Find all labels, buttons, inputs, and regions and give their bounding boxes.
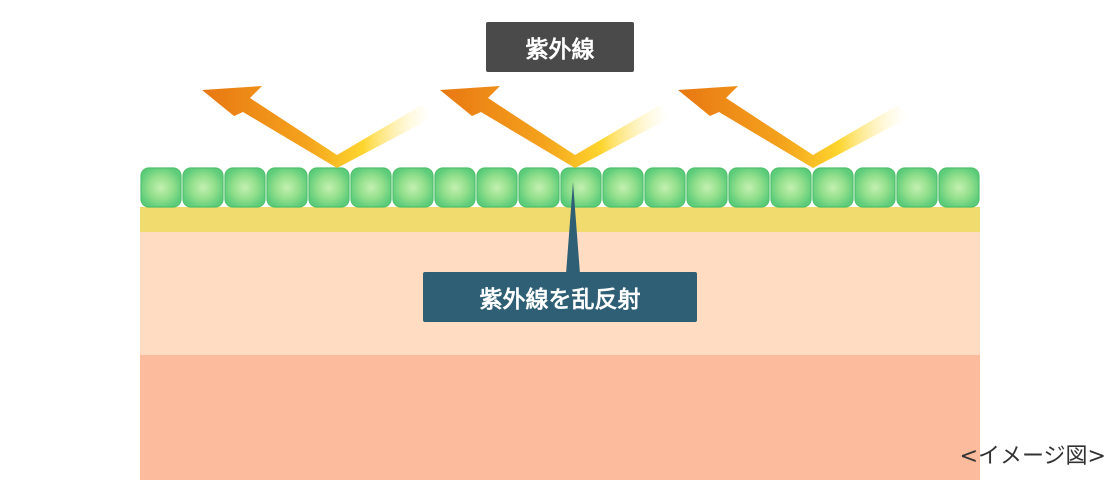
- uv-rays: [202, 86, 908, 168]
- epidermis-cell: [728, 167, 770, 208]
- epidermis-cell: [770, 167, 812, 208]
- uv-ray-arrow: [678, 86, 908, 168]
- epidermis-cell: [350, 167, 392, 208]
- epidermis-cell: [182, 167, 224, 208]
- uv-ray-arrow: [202, 86, 432, 168]
- epidermis-cell: [434, 167, 476, 208]
- epidermis-cell: [686, 167, 728, 208]
- epidermis-cell: [308, 167, 350, 208]
- epidermis-cell: [812, 167, 854, 208]
- epidermis-cell: [602, 167, 644, 208]
- epidermis-cell: [560, 167, 602, 208]
- epidermis-cell: [518, 167, 560, 208]
- image-caption: <イメージ図>: [959, 444, 1106, 469]
- yellow-layer: [140, 207, 980, 232]
- uv-scatter-callout: 紫外線を乱反射: [423, 272, 697, 322]
- epidermis-cell: [644, 167, 686, 208]
- epidermis-cell: [224, 167, 266, 208]
- callout-pointer: [566, 182, 580, 274]
- dermis-lower-layer: [140, 355, 980, 480]
- epidermis-cell: [938, 167, 980, 208]
- epidermis-cell: [476, 167, 518, 208]
- epidermis-cell: [896, 167, 938, 208]
- uv-ray-arrow: [440, 86, 670, 168]
- epidermis-cell: [140, 167, 182, 208]
- epidermis-cell: [266, 167, 308, 208]
- epidermis-cell: [392, 167, 434, 208]
- uv-title-label: 紫外線: [486, 22, 634, 72]
- epidermis-cell-row: [140, 167, 980, 208]
- epidermis-cell: [854, 167, 896, 208]
